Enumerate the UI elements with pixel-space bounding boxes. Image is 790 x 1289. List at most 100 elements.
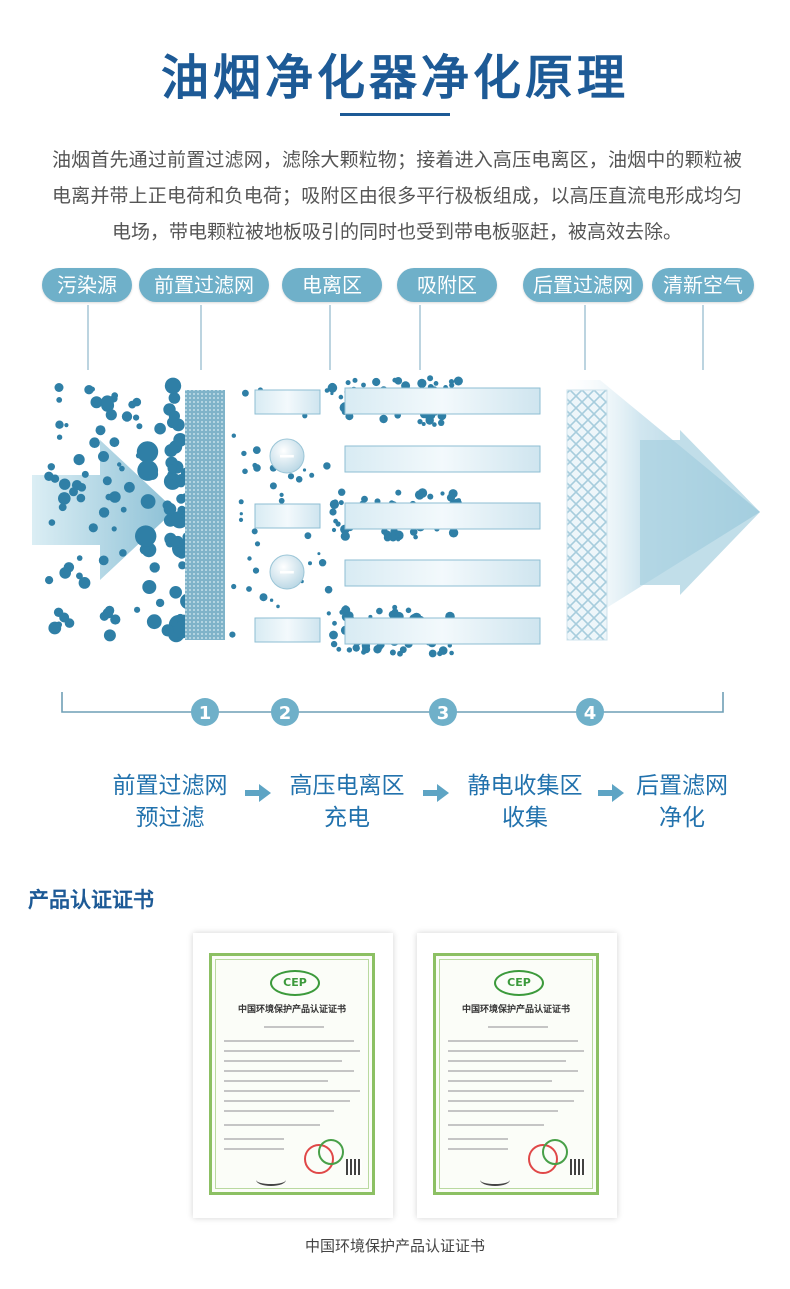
particle [56, 397, 63, 403]
stage-label-pre-filter: 前置过滤网 [139, 268, 269, 302]
particle [308, 561, 312, 566]
particle [81, 470, 89, 478]
particle [76, 493, 86, 503]
particle [448, 528, 459, 538]
cep-logo: CEP [494, 970, 544, 996]
particle [78, 577, 91, 589]
particle [331, 527, 337, 533]
particle [98, 451, 109, 462]
flow-step-title: 高压电离区 [289, 773, 405, 799]
particle [99, 611, 109, 621]
particle [324, 585, 333, 594]
ion-plate-3 [254, 617, 321, 643]
step-number: 1 [199, 703, 212, 724]
particle [372, 377, 381, 387]
particle [361, 495, 368, 503]
stage-label-pollution-source: 污染源 [42, 268, 132, 302]
particle [389, 649, 396, 656]
pre-filter-mesh [185, 390, 225, 640]
particle [397, 650, 403, 657]
particle [64, 423, 69, 428]
particle [164, 444, 178, 457]
particle [427, 375, 434, 382]
collector-plate-5 [344, 617, 541, 645]
signature-icon [480, 1174, 510, 1186]
stage-label-adsorption: 吸附区 [397, 268, 497, 302]
particle [170, 511, 189, 529]
particle [417, 488, 428, 498]
step-badge-3: 3 [429, 698, 457, 726]
certificate-frame: CEP 中国环境保护产品认证证书 [433, 953, 599, 1195]
particle [58, 503, 67, 512]
particle [295, 476, 303, 483]
certificate-frame: CEP 中国环境保护产品认证证书 [209, 953, 375, 1195]
particle [379, 414, 388, 424]
step-badge-1: 1 [191, 698, 219, 726]
flow-step-3: 静电收集区 收集 [450, 770, 600, 834]
particle [58, 492, 71, 505]
particle [45, 576, 54, 585]
particle [392, 377, 398, 383]
particle [136, 423, 143, 430]
particle [231, 433, 236, 438]
particle [173, 433, 188, 447]
particle [428, 649, 437, 658]
particle [338, 488, 346, 496]
particle [391, 608, 399, 616]
particle [117, 462, 122, 467]
particle [338, 500, 344, 506]
particle [279, 492, 284, 497]
collector-plate-3 [344, 502, 541, 530]
particle [123, 481, 135, 493]
particle [128, 400, 137, 409]
particle [352, 377, 358, 383]
particle [146, 614, 162, 630]
particle [352, 644, 360, 652]
signature-icon [256, 1174, 286, 1186]
certificate-image-2[interactable]: CEP 中国环境保护产品认证证书 [417, 933, 617, 1218]
particle [149, 562, 160, 573]
particle [169, 586, 182, 599]
particle [133, 414, 140, 421]
particle [330, 640, 338, 648]
particle [340, 531, 350, 541]
particle [251, 528, 258, 535]
particle [362, 645, 371, 654]
particle [417, 419, 423, 425]
particle [58, 478, 71, 490]
certificate-caption: 中国环境保护产品认证证书 [304, 1237, 485, 1255]
particle [103, 629, 116, 642]
particle [383, 534, 392, 542]
particle [376, 643, 384, 651]
particle [269, 598, 274, 602]
particle [302, 468, 307, 472]
stage-label-ionization: 电离区 [282, 268, 382, 302]
particle [376, 607, 383, 615]
flow-step-subtitle: 净化 [659, 805, 705, 831]
step-number: 2 [279, 703, 292, 724]
particle [252, 567, 260, 574]
intro-paragraph: 油烟首先通过前置过滤网，滤除大颗粒物；接着进入高压电离区，油烟中的颗粒被电离并带… [52, 149, 742, 243]
particle [409, 528, 418, 536]
particle [64, 618, 75, 628]
particle [76, 572, 83, 580]
particle [154, 422, 166, 435]
particle [329, 508, 337, 516]
step-number: 3 [437, 703, 450, 724]
certificate-image-1[interactable]: CEP 中国环境保护产品认证证书 [193, 933, 393, 1218]
particle [140, 494, 156, 509]
particle [56, 434, 63, 440]
particle [276, 604, 280, 609]
fresh-air-arrow [640, 430, 760, 595]
particle [453, 376, 463, 386]
step-badge-2: 2 [271, 698, 299, 726]
particle [405, 607, 412, 614]
particle [239, 512, 243, 516]
particle [396, 537, 401, 542]
particle [238, 499, 244, 505]
particle [449, 382, 455, 388]
collector-plate-2 [344, 445, 541, 473]
step-number: 4 [584, 703, 597, 724]
collector-plate-1 [344, 387, 541, 415]
flow-step-subtitle: 收集 [502, 805, 548, 831]
